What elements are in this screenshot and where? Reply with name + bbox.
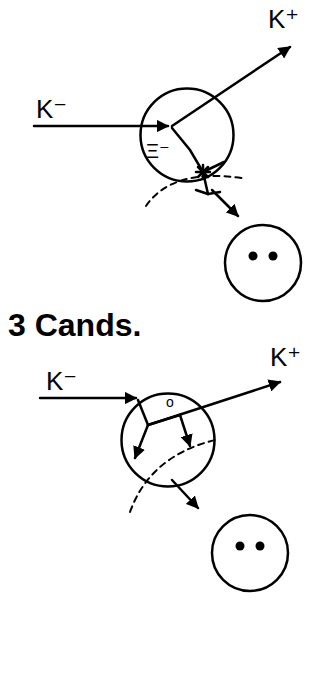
particle-label: K⁻ — [36, 96, 67, 122]
circle-outline — [139, 87, 235, 183]
track — [180, 415, 190, 446]
kplus-track — [172, 47, 290, 126]
small-circle — [225, 225, 301, 301]
detector-circle: Ξ⁻ — [139, 87, 235, 183]
dot — [236, 542, 245, 551]
dot — [249, 252, 258, 261]
xi-track — [172, 128, 203, 172]
particle-label: K⁻ — [46, 368, 77, 394]
particle-label: Ξ⁻ — [146, 141, 170, 161]
track — [148, 415, 180, 425]
particle-label: K⁺ — [270, 344, 301, 370]
dashed-track — [130, 440, 215, 512]
detector-circle: o — [120, 392, 216, 488]
dot — [256, 542, 265, 551]
circle-outline — [141, 89, 234, 182]
exit-arrow — [212, 190, 238, 216]
candidate-count: 3 Cands. — [8, 309, 141, 341]
track — [135, 425, 148, 458]
beam-track — [34, 125, 168, 128]
beam-track — [40, 397, 136, 400]
kplus-track — [148, 382, 280, 425]
dot — [269, 252, 278, 261]
circle-outline — [122, 394, 215, 487]
small-circle — [212, 515, 288, 591]
particle-label: K⁺ — [268, 6, 299, 32]
vertex-label: o — [166, 395, 174, 409]
